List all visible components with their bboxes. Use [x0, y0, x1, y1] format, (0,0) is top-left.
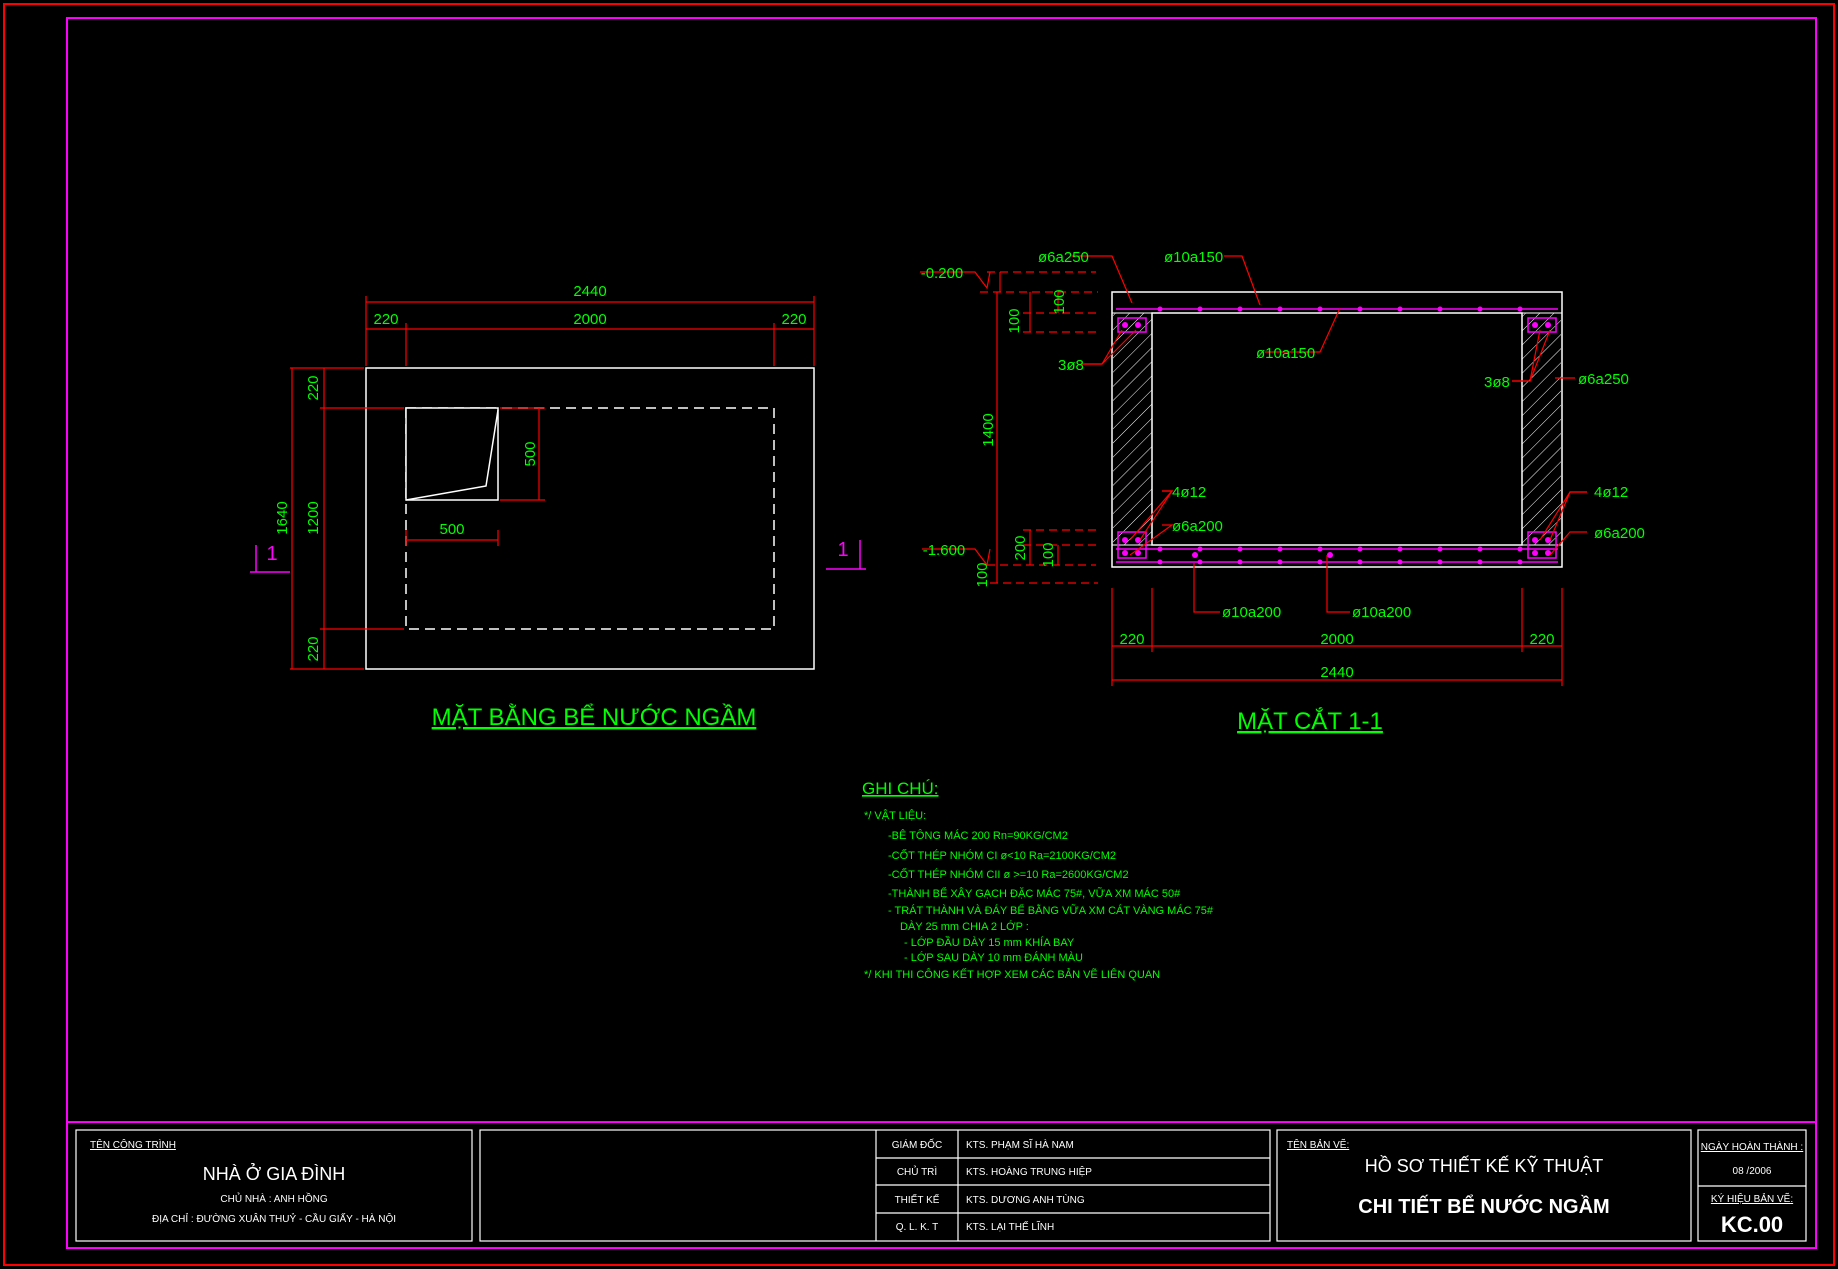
rebar-r6: ø6a250: [1578, 371, 1629, 388]
note-line: -CỐT THÉP NHÓM CII ø >=10 Ra=2600KG/CM2: [888, 867, 1129, 881]
rebar-r12: ø10a200: [1352, 604, 1411, 621]
plan-title: MẶT BẰNG BỂ NƯỚC NGẦM: [432, 703, 757, 731]
rebar-r7: 4ø12: [1172, 484, 1206, 501]
role-name: KTS. LẠI THẾ LĨNH: [966, 1220, 1054, 1233]
drawing-title-2: CHI TIẾT BỂ NƯỚC NGẦM: [1358, 1194, 1609, 1218]
notes-heading: GHI CHÚ:: [862, 779, 939, 798]
completion-date: 08 /2006: [1733, 1166, 1772, 1177]
project-name: NHÀ Ở GIA ĐÌNH: [203, 1163, 345, 1184]
plan-dim-bottom: 220: [305, 636, 322, 661]
rebar-r2: ø10a150: [1164, 249, 1223, 266]
outer-frame: [3, 3, 1835, 1266]
note-line: - TRÁT THÀNH VÀ ĐÁY BỂ BẰNG VỮA XM CÁT V…: [888, 904, 1214, 917]
owner: CHỦ NHÀ : ANH HỒNG: [220, 1192, 327, 1205]
drawing-code: KC.00: [1721, 1212, 1783, 1237]
cut-mark-right: 1: [837, 539, 848, 561]
plan-dim-total-w: 2440: [573, 283, 606, 300]
role-label: GIÁM ĐỐC: [892, 1137, 943, 1151]
note-line: -THÀNH BỂ XÂY GẠCH ĐẶC MÁC 75#, VỮA XM M…: [888, 887, 1181, 900]
rebar-r4: 3ø8: [1058, 357, 1084, 374]
plan-view: 2440 220 2000 220 1640 220 1200 220 500 …: [250, 283, 866, 731]
level-bottom: -1.600: [923, 542, 966, 559]
drawing-title-1: HỒ SƠ THIẾT KẾ KỸ THUẬT: [1365, 1155, 1603, 1176]
level-top: -0.200: [921, 265, 964, 282]
role-name: KTS. PHẠM SĨ HÀ NAM: [966, 1138, 1074, 1151]
sec-dim-d100a: 100: [1006, 308, 1023, 333]
project-label: TÊN CÔNG TRÌNH: [90, 1138, 176, 1151]
role-label: CHỦ TRÌ: [897, 1165, 938, 1178]
plan-dim-right: 220: [781, 311, 806, 328]
sec-dim-mid: 2000: [1320, 631, 1353, 648]
note-line: DÀY 25 mm CHIA 2 LỚP :: [900, 920, 1029, 933]
plan-dim-hatch-w: 500: [439, 521, 464, 538]
rebar-r1: ø6a250: [1038, 249, 1089, 266]
code-label: KÝ HIỆU BẢN VẼ:: [1711, 1192, 1793, 1205]
sec-dim-right: 220: [1529, 631, 1554, 648]
role-name: KTS. DƯƠNG ANH TÙNG: [966, 1193, 1085, 1206]
sec-dim-d200: 200: [1012, 535, 1029, 560]
inner-frame: [66, 17, 1817, 1249]
plan-dim-left: 220: [373, 311, 398, 328]
drawing-label: TÊN BẢN VẼ:: [1287, 1138, 1349, 1151]
plan-dim-total-h: 1640: [274, 501, 291, 534]
plan-dim-mid-h: 1200: [305, 501, 322, 534]
note-line: */ VẬT LIỆU:: [864, 809, 926, 822]
plan-dim-top: 220: [305, 375, 322, 400]
role-label: Q. L. K. T: [896, 1222, 939, 1233]
section-title: MẶT CẮT 1-1: [1237, 707, 1383, 735]
date-label: NGÀY HOÀN THÀNH :: [1701, 1140, 1803, 1153]
sec-dim-total: 2440: [1320, 664, 1353, 681]
rebar-r3: ø10a150: [1256, 345, 1315, 362]
sec-dim-d100c: 100: [1040, 542, 1057, 567]
sec-dim-left: 220: [1119, 631, 1144, 648]
notes: GHI CHÚ: */ VẬT LIỆU: -BÊ TÔNG MÁC 200 R…: [862, 779, 1214, 981]
plan-dim-hatch-h: 500: [522, 441, 539, 466]
sec-dim-d100d: 100: [974, 562, 991, 587]
note-line: */ KHI THI CÔNG KẾT HỢP XEM CÁC BẢN VẼ L…: [864, 968, 1160, 981]
note-line: - LỚP ĐẦU DÀY 15 mm KHÍA BAY: [904, 936, 1075, 949]
title-block: TÊN CÔNG TRÌNH NHÀ Ở GIA ĐÌNH CHỦ NHÀ : …: [67, 1121, 1816, 1242]
plan-dim-mid: 2000: [573, 311, 606, 328]
note-line: -BÊ TÔNG MÁC 200 Rn=90KG/CM2: [888, 829, 1068, 842]
sec-dim-d100b: 100: [1051, 289, 1068, 314]
rebar-r9: 4ø12: [1594, 484, 1628, 501]
note-line: - LỚP SAU DÀY 10 mm ĐÁNH MÀU: [904, 951, 1083, 964]
role-label: THIẾT KẾ: [895, 1193, 940, 1206]
cut-mark-left: 1: [266, 543, 277, 565]
note-line: -CỐT THÉP NHÓM CI ø<10 Ra=2100KG/CM2: [888, 848, 1116, 862]
address: ĐỊA CHỈ : ĐƯỜNG XUÂN THUỶ - CẦU GIẤY - H…: [152, 1212, 396, 1225]
sec-dim-d1400: 1400: [980, 413, 997, 446]
rebar-r5: 3ø8: [1484, 374, 1510, 391]
rebar-r8: ø6a200: [1172, 518, 1223, 535]
rebar-r10: ø6a200: [1594, 525, 1645, 542]
section-view: -0.200 -1.600 100 100 1400 200 100 100 2…: [920, 249, 1645, 735]
role-name: KTS. HOÀNG TRUNG HIỆP: [966, 1165, 1092, 1178]
rebar-r11: ø10a200: [1222, 604, 1281, 621]
